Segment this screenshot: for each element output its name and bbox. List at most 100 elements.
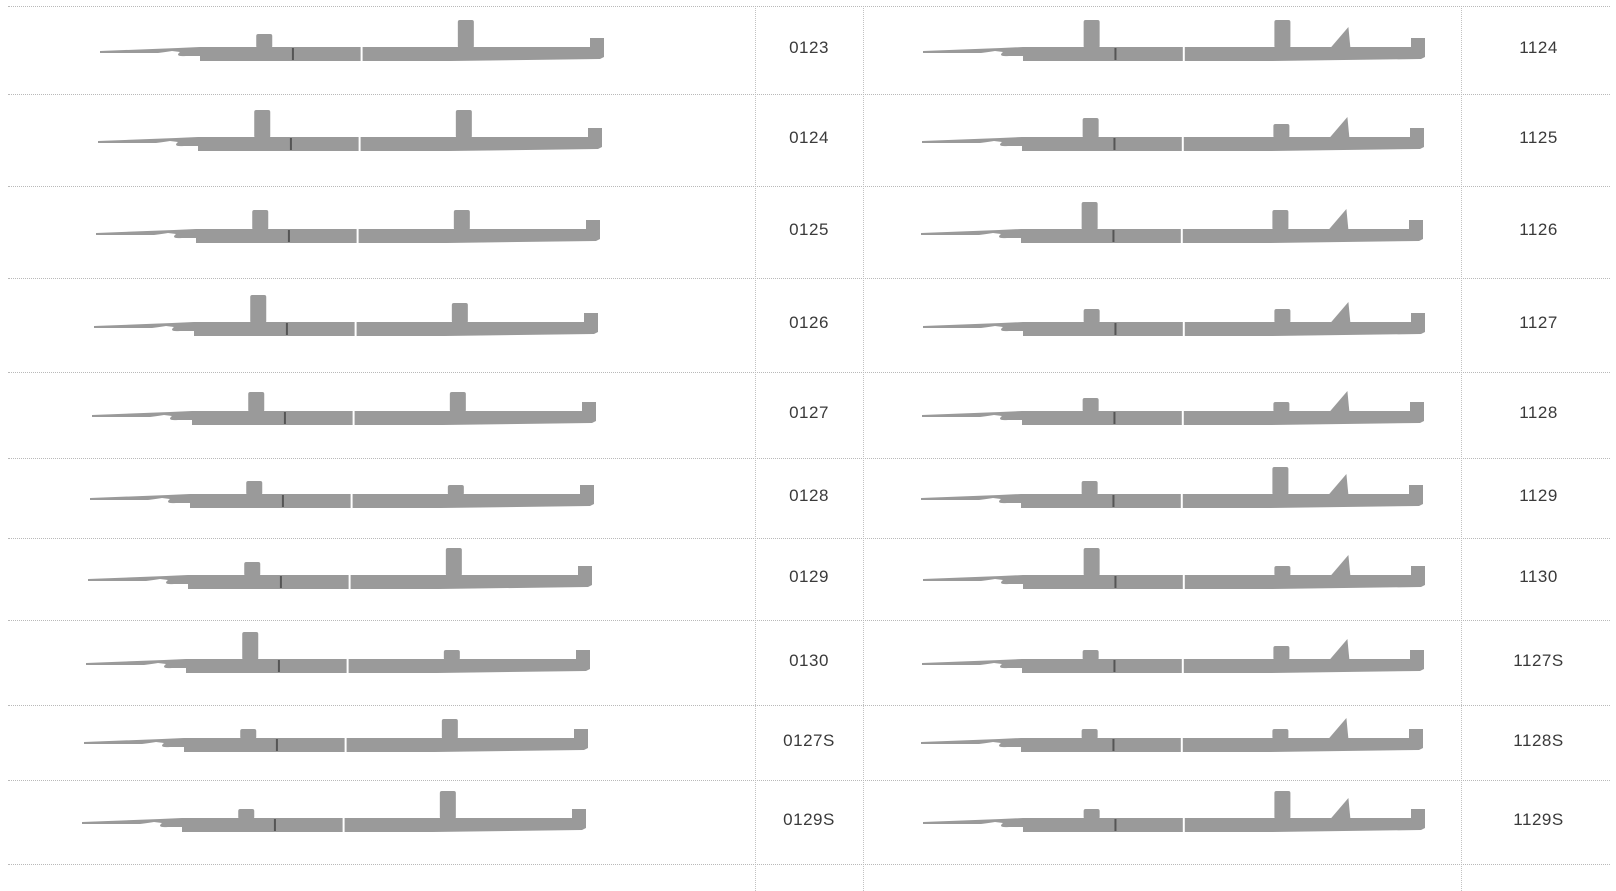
part-drawing — [922, 391, 1424, 426]
part-tab — [1273, 646, 1290, 660]
part-tab — [455, 110, 472, 138]
part-drawing — [922, 117, 1424, 152]
part-tab — [441, 719, 458, 739]
left-part-code: 0123 — [789, 38, 829, 57]
row-divider — [8, 705, 1610, 706]
part-tab — [1081, 202, 1098, 230]
right-drawing-cell — [863, 94, 1461, 186]
column-divider — [755, 6, 756, 891]
part-drawing — [94, 295, 598, 337]
part-tab — [451, 303, 468, 323]
column-divider — [1461, 6, 1462, 891]
left-drawing-cell — [0, 94, 755, 186]
part-body — [921, 729, 1423, 752]
part-tab — [242, 632, 259, 660]
row-divider — [8, 186, 1610, 187]
right-part-code: 1126 — [1519, 220, 1558, 239]
part-spike — [1328, 474, 1349, 495]
part-tab — [1082, 650, 1099, 660]
part-silhouette — [922, 391, 1424, 426]
part-silhouette — [923, 302, 1425, 337]
part-tab — [1081, 729, 1098, 739]
part-silhouette — [921, 467, 1423, 509]
right-part-code: 1128 — [1519, 403, 1558, 422]
part-silhouette — [86, 632, 590, 674]
part-tab — [1272, 467, 1289, 495]
part-tab — [248, 392, 265, 412]
row-divider — [8, 278, 1610, 279]
catalog-row: 0128 1129 — [0, 458, 1616, 538]
row-divider — [8, 94, 1610, 95]
part-tab — [240, 729, 257, 739]
left-drawing-cell — [0, 458, 755, 538]
right-part-code: 1129 — [1519, 486, 1558, 505]
part-tab — [1081, 481, 1098, 495]
row-divider — [8, 620, 1610, 621]
part-tab — [238, 809, 255, 819]
part-tab — [1083, 548, 1100, 576]
left-part-code: 0128 — [789, 486, 829, 505]
part-tab — [244, 562, 261, 576]
part-drawing — [921, 467, 1423, 509]
left-part-code: 0129S — [783, 810, 835, 829]
part-tab — [1083, 309, 1100, 323]
part-drawing — [92, 392, 596, 426]
part-spike — [1329, 639, 1350, 660]
part-silhouette — [923, 20, 1425, 62]
part-drawing — [922, 639, 1424, 674]
part-tab — [1272, 210, 1289, 230]
part-tab — [443, 650, 460, 660]
part-spike — [1330, 302, 1351, 323]
part-drawing — [921, 718, 1423, 753]
part-body — [86, 650, 590, 673]
right-drawing-cell — [863, 780, 1461, 864]
right-part-code: 1125 — [1519, 128, 1558, 147]
part-spike — [1329, 117, 1350, 138]
part-tab — [439, 791, 456, 819]
part-drawing — [88, 548, 592, 590]
part-drawing — [90, 481, 594, 509]
part-tab — [1083, 20, 1100, 48]
left-part-code: 0127S — [783, 731, 835, 750]
part-silhouette — [94, 295, 598, 337]
part-drawing — [923, 548, 1425, 590]
right-part-code: 1130 — [1519, 567, 1558, 586]
part-body — [90, 485, 594, 508]
part-tab — [254, 110, 271, 138]
column-divider — [863, 6, 864, 891]
part-body — [100, 38, 604, 61]
part-drawing — [923, 791, 1425, 833]
part-silhouette — [88, 548, 592, 590]
part-tab — [256, 34, 273, 48]
part-tab — [1083, 809, 1100, 819]
part-tab — [453, 210, 470, 230]
right-drawing-cell — [863, 6, 1461, 94]
part-body — [92, 402, 596, 425]
part-body — [922, 402, 1424, 425]
left-drawing-cell — [0, 620, 755, 705]
part-body — [923, 313, 1425, 336]
part-body — [922, 128, 1424, 151]
part-body — [922, 650, 1424, 673]
right-part-code: 1124 — [1519, 38, 1558, 57]
part-body — [98, 128, 602, 151]
part-spike — [1328, 209, 1349, 230]
part-silhouette — [922, 639, 1424, 674]
left-part-code: 0130 — [789, 651, 829, 670]
right-drawing-cell — [863, 538, 1461, 620]
part-spike — [1330, 798, 1351, 819]
part-body — [88, 566, 592, 589]
left-drawing-cell — [0, 6, 755, 94]
left-part-code: 0127 — [789, 403, 829, 422]
part-tab — [252, 210, 269, 230]
part-tab — [1274, 566, 1291, 576]
part-tab — [449, 392, 466, 412]
left-drawing-cell — [0, 780, 755, 864]
row-divider — [8, 6, 1610, 7]
